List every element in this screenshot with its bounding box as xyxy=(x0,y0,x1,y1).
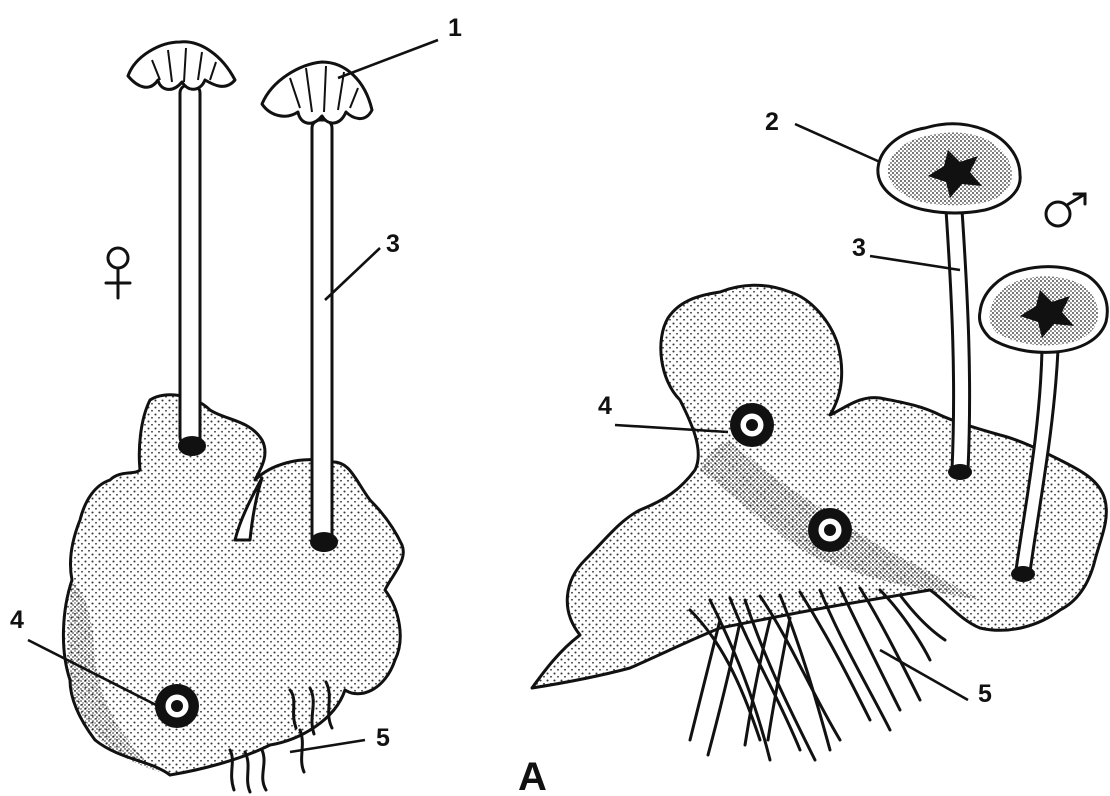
female-stalk-right xyxy=(312,120,332,545)
male-label-5-leader xyxy=(880,650,968,700)
male-gemma-cup-upper-center xyxy=(746,419,758,431)
panel-letter: A xyxy=(518,755,547,796)
female-gemma-cup-center xyxy=(171,700,183,712)
male-label-3-leader xyxy=(870,256,960,270)
female-symbol xyxy=(106,248,130,298)
female-label-5: 5 xyxy=(376,724,390,752)
male-symbol xyxy=(1046,194,1085,226)
female-label-1: 1 xyxy=(448,14,462,42)
male-label-3: 3 xyxy=(852,234,866,262)
female-label-4: 4 xyxy=(10,606,24,634)
label-2-leader xyxy=(795,124,880,162)
female-plant xyxy=(28,40,438,792)
male-stalk-base-right xyxy=(1011,566,1035,582)
male-stalk-base-left xyxy=(948,464,972,480)
male-label-5: 5 xyxy=(978,680,992,708)
female-stalk-left xyxy=(180,85,200,445)
female-label-3: 3 xyxy=(386,230,400,258)
male-label-2: 2 xyxy=(765,108,779,136)
female-stalk-base-right xyxy=(310,532,338,552)
female-thallus-stipple xyxy=(63,395,403,775)
female-stalk-base-left xyxy=(178,436,206,456)
male-label-4: 4 xyxy=(598,392,612,420)
male-plant xyxy=(532,124,1107,760)
archegoniophore-head-left xyxy=(128,42,235,90)
label-1-leader xyxy=(338,40,438,78)
male-gemma-cup-lower-center xyxy=(824,524,836,536)
